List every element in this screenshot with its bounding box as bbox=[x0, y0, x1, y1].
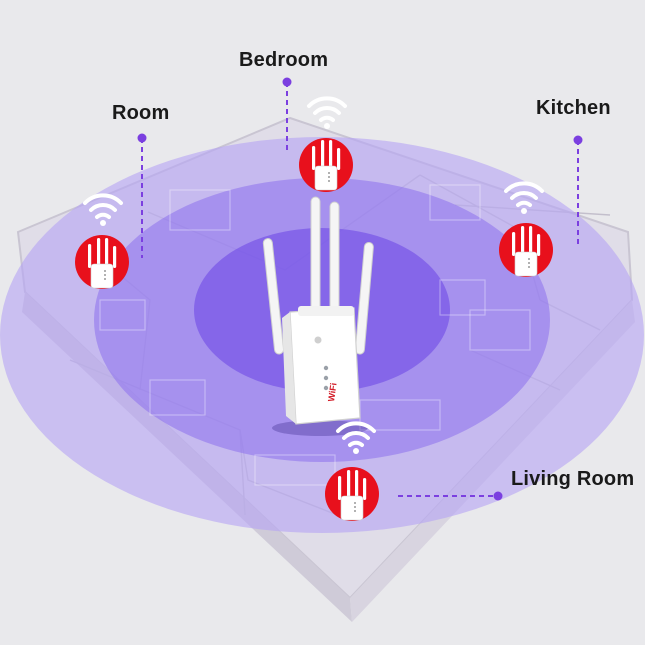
map-pin-dot bbox=[493, 491, 503, 501]
repeater-marker-kitchen bbox=[499, 181, 553, 277]
map-pin-dot bbox=[137, 133, 147, 143]
floorplan-details bbox=[99, 184, 531, 486]
label-living-room: Living Room bbox=[511, 468, 635, 490]
label-dots bbox=[137, 77, 583, 501]
device-logo-text: WiFi bbox=[326, 382, 339, 402]
leader-lines bbox=[141, 82, 579, 497]
repeater-marker-room bbox=[75, 193, 129, 289]
central-repeater-icon: WiFi bbox=[262, 196, 374, 436]
map-pin-dot bbox=[282, 77, 292, 87]
repeater-marker-bedroom bbox=[299, 96, 353, 192]
map-pin-dot bbox=[573, 135, 583, 145]
label-room: Room bbox=[112, 102, 170, 124]
label-bedroom: Bedroom bbox=[239, 49, 329, 71]
label-kitchen: Kitchen bbox=[536, 97, 611, 119]
repeater-marker-living-room bbox=[325, 421, 379, 521]
